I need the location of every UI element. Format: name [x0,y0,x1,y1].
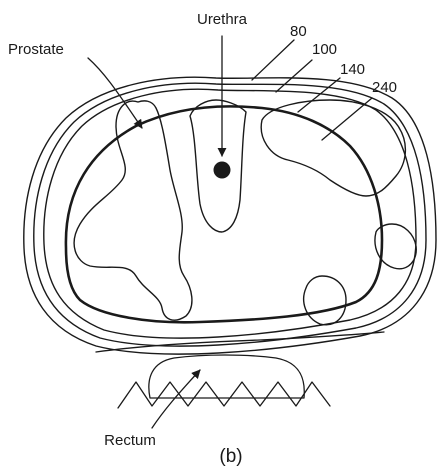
rectum-outline [149,355,304,398]
isodose-240-right-region [261,100,405,196]
isodose-80-label: 80 [290,23,307,40]
figure-caption: (b) [219,446,242,467]
prostate-outline [66,106,382,322]
prostate-arrow [88,58,142,128]
isodose-240-leader [322,98,372,140]
isodose-240-lower-right-lobe [304,276,346,325]
rectum-label: Rectum [104,432,156,449]
isodose-140-label: 140 [340,61,365,78]
isodose-240-label: 240 [372,79,397,96]
urethra-label: Urethra [197,11,248,28]
urethra-marker [214,162,231,179]
isodose-140-leader [298,78,340,112]
isodose-80-leader [252,40,294,80]
isodose-100-label: 100 [312,41,337,58]
prostate-label: Prostate [8,41,64,58]
isodose-100-leader [276,60,312,92]
isodose-240-left-region [74,101,192,320]
